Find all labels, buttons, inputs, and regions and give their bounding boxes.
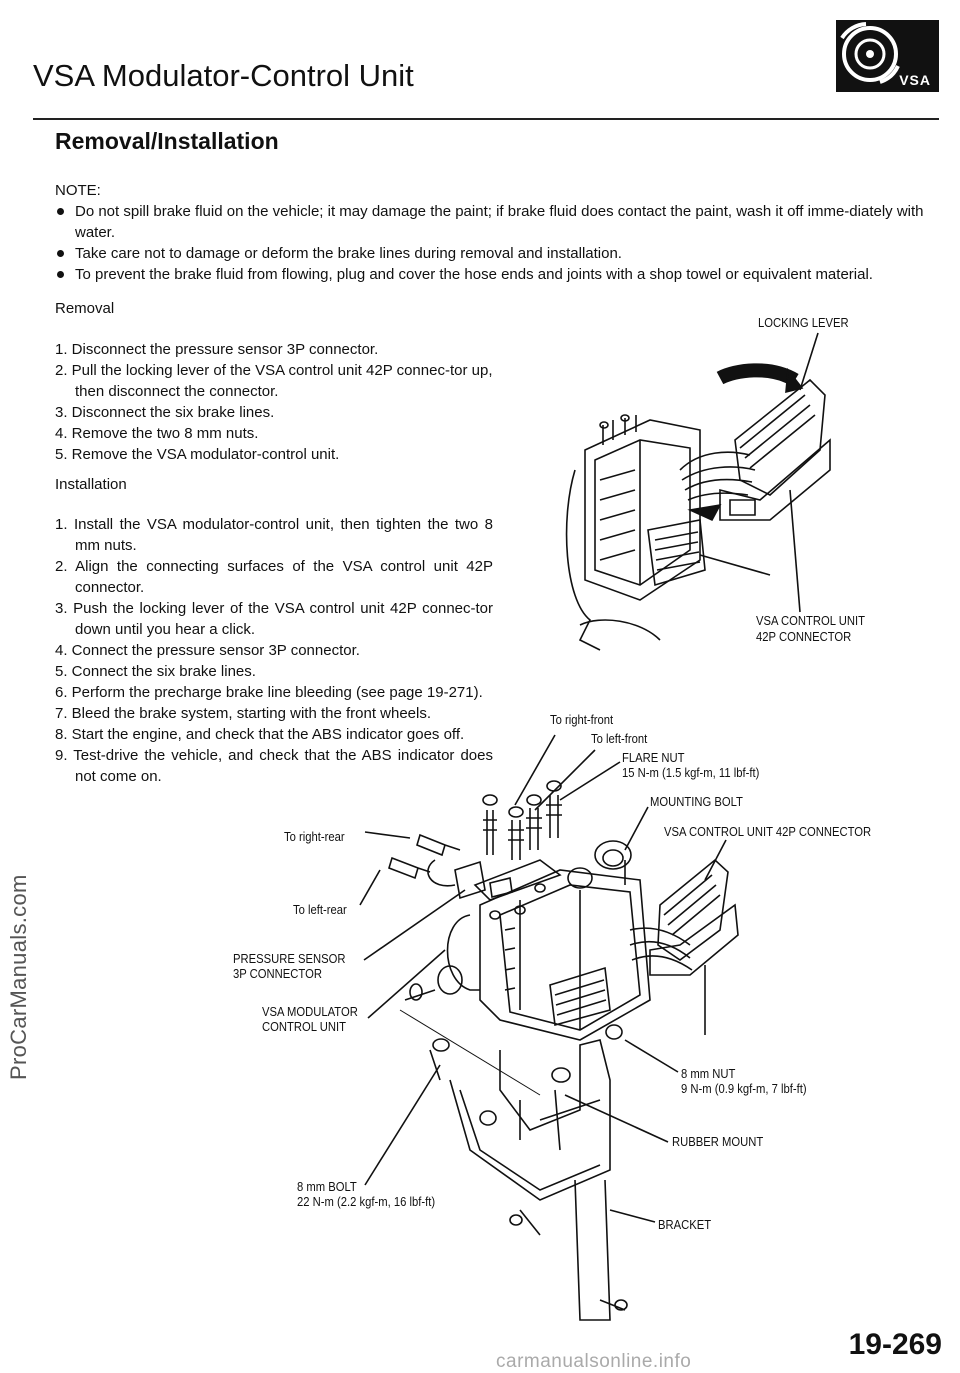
installation-step: 6. Perform the precharge brake line blee… <box>55 684 483 701</box>
bottom-illustration <box>388 780 739 1321</box>
label-bracket: BRACKET <box>658 1218 712 1232</box>
page-title: VSA Modulator-Control Unit <box>33 58 414 93</box>
removal-heading: Removal <box>55 300 115 317</box>
removal-step: 5. Remove the VSA modulator-control unit… <box>55 446 340 463</box>
note-item: Do not spill brake fluid on the vehicle;… <box>55 201 935 243</box>
note-label: NOTE: <box>55 182 101 199</box>
label-8mm-bolt: 8 mm BOLT <box>297 1180 357 1194</box>
installation-step: 9. Test-drive the vehicle, and check tha… <box>55 747 493 785</box>
leader-pressure-sensor <box>363 889 466 961</box>
label-8mm-nut: 8 mm NUT <box>681 1067 736 1081</box>
removal-step: 3. Disconnect the six brake lines. <box>55 404 275 421</box>
label-pressure-sensor-2: 3P CONNECTOR <box>233 967 322 981</box>
label-8mm-bolt-torque: 22 N-m (2.2 kgf-m, 16 lbf-ft) <box>297 1195 436 1209</box>
section-title: Removal/Installation <box>55 128 279 154</box>
installation-step: 8. Start the engine, and check that the … <box>55 726 465 743</box>
removal-step: 2. Pull the locking lever of the VSA con… <box>55 362 493 400</box>
label-locking-lever: LOCKING LEVER <box>758 316 849 330</box>
leader-vsa-connector-bottom <box>704 839 727 881</box>
leader-modulator <box>367 949 446 1019</box>
removal-step: 1. Disconnect the pressure sensor 3P con… <box>55 341 379 358</box>
label-to-left-rear: To left-rear <box>293 903 347 917</box>
label-vsa-connector-bottom: VSA CONTROL UNIT 42P CONNECTOR <box>664 825 872 839</box>
label-mounting-bolt: MOUNTING BOLT <box>650 795 743 809</box>
note-item: Take care not to damage or deform the br… <box>55 243 935 264</box>
label-pressure-sensor-1: PRESSURE SENSOR <box>233 952 346 966</box>
label-vsa-connector-top-2: 42P CONNECTOR <box>756 630 852 644</box>
installation-step: 1. Install the VSA modulator-control uni… <box>55 516 493 554</box>
footer-watermark: carmanualsonline.info <box>496 1351 692 1372</box>
top-illustration <box>565 363 831 651</box>
label-vsa-connector-top-1: VSA CONTROL UNIT <box>756 614 865 628</box>
leader-8mm-bolt <box>364 1064 441 1186</box>
leader-left-front <box>534 749 596 811</box>
note-item: To prevent the brake fluid from flowing,… <box>55 264 935 285</box>
page-number: 19-269 <box>848 1328 942 1361</box>
removal-step: 4. Remove the two 8 mm nuts. <box>55 425 259 442</box>
removal-steps: 1. Disconnect the pressure sensor 3P con… <box>55 339 493 465</box>
leader-left-rear <box>359 869 381 906</box>
label-to-right-rear: To right-rear <box>284 830 345 844</box>
label-to-left-front: To left-front <box>591 732 648 746</box>
label-rubber-mount: RUBBER MOUNT <box>672 1135 764 1149</box>
label-flare-nut-torque: 15 N-m (1.5 kgf-m, 11 lbf-ft) <box>622 766 760 780</box>
installation-step: 3. Push the locking lever of the VSA con… <box>55 600 493 638</box>
leader-bracket <box>609 1209 656 1223</box>
installation-step: 7. Bleed the brake system, starting with… <box>55 705 432 722</box>
leader-flare-nut <box>559 761 621 801</box>
leader-mounting-bolt <box>624 806 649 851</box>
label-to-right-front: To right-front <box>550 713 614 727</box>
notes-list: Do not spill brake fluid on the vehicle;… <box>55 201 935 285</box>
installation-heading: Installation <box>55 476 127 493</box>
installation-steps: 1. Install the VSA modulator-control uni… <box>55 514 493 787</box>
vsa-brake-disc-icon: VSA <box>836 20 939 92</box>
label-8mm-nut-torque: 9 N-m (0.9 kgf-m, 7 lbf-ft) <box>681 1082 807 1096</box>
title-rule <box>33 118 939 120</box>
installation-step: 5. Connect the six brake lines. <box>55 663 256 680</box>
leader-rubber-mount <box>564 1094 669 1143</box>
vsa-icon-label: VSA <box>899 72 931 88</box>
leader-right-rear <box>364 831 411 839</box>
label-flare-nut: FLARE NUT <box>622 751 685 765</box>
leader-locking-lever <box>799 332 819 391</box>
installation-step: 2. Align the connecting surfaces of the … <box>55 558 493 596</box>
installation-step: 4. Connect the pressure sensor 3P connec… <box>55 642 360 659</box>
leader-8mm-nut <box>624 1039 679 1073</box>
leader-right-front <box>514 734 556 806</box>
label-modulator-1: VSA MODULATOR <box>262 1005 358 1019</box>
label-modulator-2: CONTROL UNIT <box>262 1020 346 1034</box>
leader-vsa-connector-top <box>789 489 801 613</box>
